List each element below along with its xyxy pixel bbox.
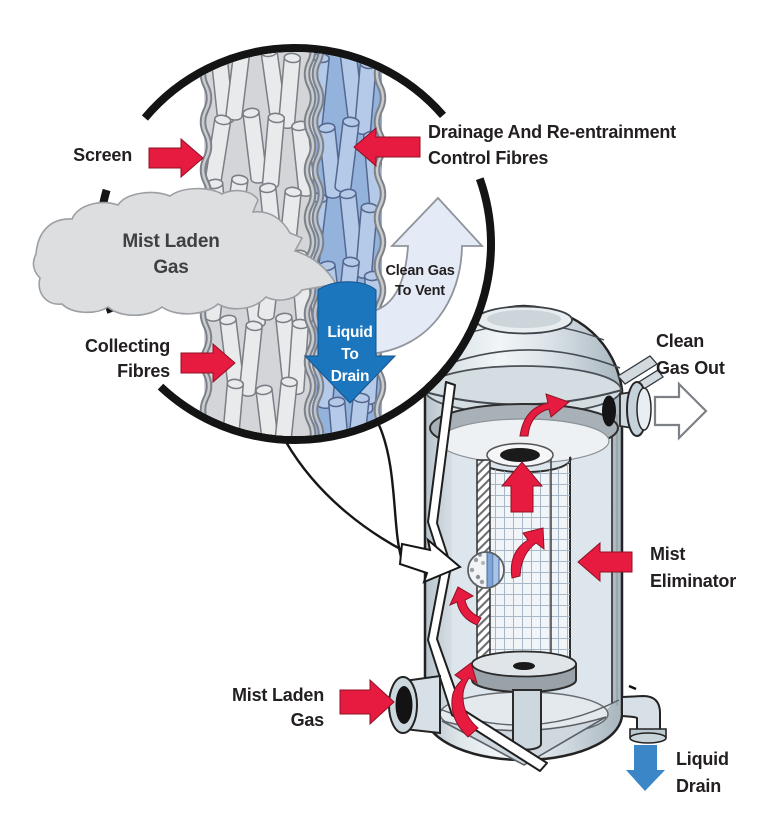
candle-top-opening xyxy=(500,448,540,462)
liquid-drain-label: Liquid Drain xyxy=(676,749,729,796)
liquid-to-drain-arrow-icon xyxy=(303,281,397,404)
flow-arrow-inlet-icon xyxy=(451,662,479,738)
gas-inlet-nozzle xyxy=(388,674,441,735)
screen-label: Screen xyxy=(73,145,132,165)
flow-arrow-spot-icon xyxy=(449,586,482,626)
vessel-cutaway-illustration xyxy=(388,304,667,772)
collecting-fibres-label: Collecting Fibres xyxy=(84,336,170,381)
collecting-pointer-arrow-icon xyxy=(180,342,236,384)
drainage-pointer-arrow-icon xyxy=(353,126,421,168)
clean-gas-out-arrow-icon xyxy=(653,381,708,441)
magnifier-callout xyxy=(284,424,462,584)
mist-eliminator-pointer-arrow-icon xyxy=(577,541,633,583)
mist-laden-gas-pointer-arrow-icon xyxy=(339,678,395,726)
flow-arrow-mid-icon xyxy=(510,527,545,579)
filter-candle xyxy=(471,442,577,751)
mist-eliminator-label: Mist Eliminator xyxy=(650,544,737,591)
clean-gas-vent-arrow-icon xyxy=(367,196,485,355)
internal-flow-arrows xyxy=(449,393,570,738)
magnifier-circle xyxy=(32,43,495,445)
flow-arrow-top-icon xyxy=(519,393,570,437)
mist-laden-gas-label-vessel: Mist Laden Gas xyxy=(231,685,324,730)
liquid-to-drain-label: Liquid To Drain xyxy=(327,324,373,385)
liquid-drain-pipe xyxy=(621,694,667,744)
screen-pointer-arrow-icon xyxy=(148,137,204,179)
callout-arrow-icon xyxy=(398,537,462,584)
drainage-label-line1: Drainage And Re-entrainment xyxy=(428,122,676,142)
drainage-label: Drainage And Re-entrainment Control Fibr… xyxy=(428,119,718,171)
magnified-spot xyxy=(467,551,505,589)
flow-arrow-up-icon xyxy=(500,461,544,513)
outlet-hole xyxy=(602,395,616,427)
clean-gas-out-label: Clean Gas Out xyxy=(656,331,725,378)
magnifier-pointer-arrows xyxy=(148,126,421,384)
gas-outlet-nozzle xyxy=(602,381,652,437)
vessel-pointer-arrows xyxy=(339,541,633,726)
liquid-drain-arrow-icon xyxy=(626,745,665,791)
mist-laden-gas-label-magnifier: Mist Laden Gas xyxy=(122,231,220,278)
drainage-label-line2: Control Fibres xyxy=(428,148,549,168)
candle-support-pipe xyxy=(512,689,542,751)
clean-gas-to-vent-label: Clean Gas To Vent xyxy=(385,263,455,299)
